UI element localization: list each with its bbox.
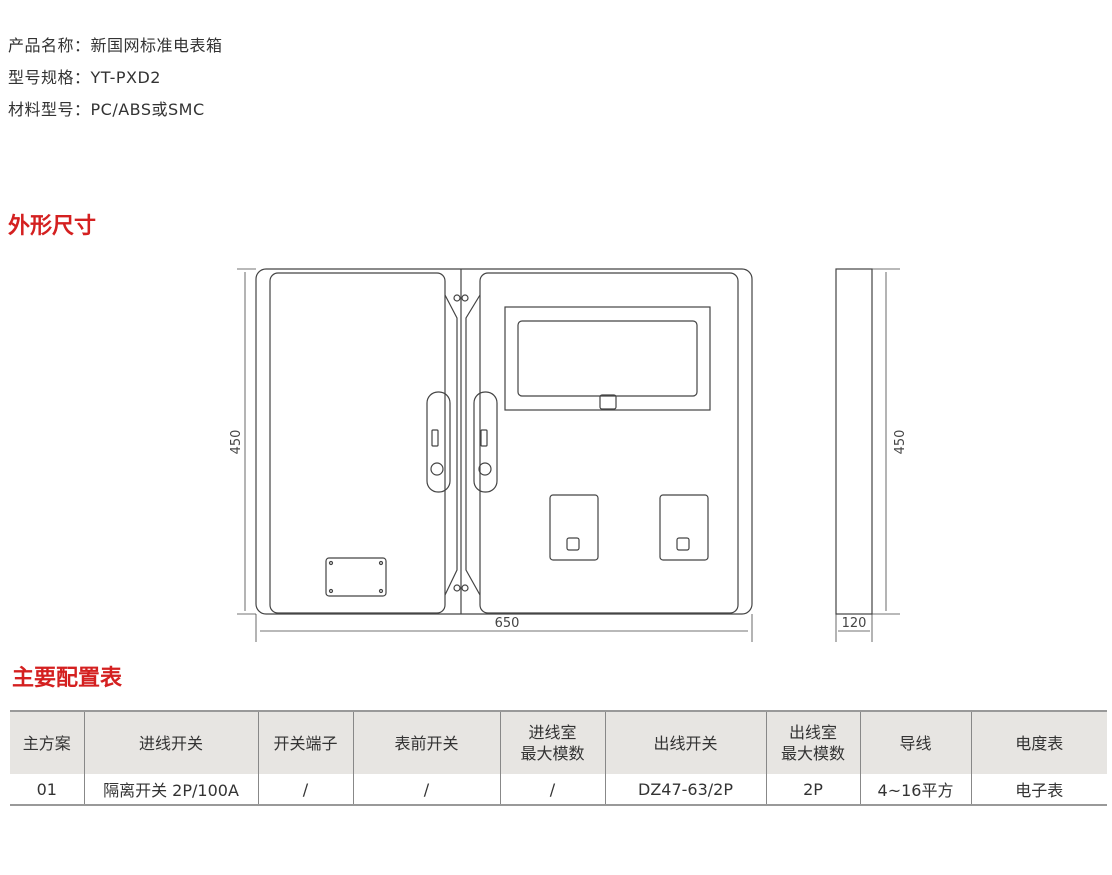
cell: 01: [36, 779, 57, 799]
meter-window: [517, 320, 698, 397]
product-material: 材料型号：PC/ABS或SMC: [8, 96, 205, 120]
cell: 2P: [765, 774, 860, 805]
col-header: 表前开关: [352, 711, 500, 774]
cabinet-drawing: 450 650 120 450: [229, 268, 908, 642]
right-door: [479, 272, 739, 614]
cell: 隔离开关 2P/100A: [83, 774, 258, 805]
lock-right: [473, 391, 498, 493]
nameplate: [325, 557, 387, 597]
col-header: 出线开关: [604, 711, 766, 774]
cell: DZ47-63/2P: [604, 774, 766, 805]
product-name: 产品名称：新国网标准电表箱: [8, 32, 223, 56]
front-view: [255, 268, 753, 615]
dimension-lines: [237, 268, 900, 642]
value: YT-PXD2: [90, 68, 161, 87]
table-row: 01 隔离开关 2P/100A / / / DZ47-63/2P 2P 4~16…: [10, 774, 1107, 805]
section-dimensions-title: 外形尺寸: [8, 214, 97, 239]
cell: /: [499, 774, 605, 805]
width-label: 650: [495, 616, 520, 631]
col-header: 出线室 最大模数: [765, 711, 860, 774]
cell: 电子表: [970, 774, 1107, 805]
cell: /: [352, 774, 500, 805]
label: 型号规格：: [8, 68, 91, 87]
depth-label: 120: [842, 616, 867, 631]
height-label: 450: [229, 430, 244, 455]
side-height-label: 450: [893, 430, 908, 455]
product-model: 型号规格：YT-PXD2: [8, 64, 161, 88]
cell: /: [257, 774, 353, 805]
side-view: [835, 268, 873, 615]
left-door: [269, 272, 446, 614]
col-header: 进线开关: [83, 711, 258, 774]
meter-window-frame: [504, 306, 711, 411]
cell: 4~16平方: [859, 774, 971, 805]
label: 材料型号：: [8, 100, 91, 119]
col-header: 主方案: [22, 733, 71, 753]
col-header: 进线室 最大模数: [499, 711, 605, 774]
lock-left: [426, 391, 451, 493]
col-header: 电度表: [970, 711, 1107, 774]
table-header-row: 主方案 进线开关 开关端子 表前开关 进线室 最大模数 出线开关 出线室 最大模…: [10, 711, 1107, 774]
col-header: 开关端子: [257, 711, 353, 774]
value: PC/ABS或SMC: [90, 100, 205, 119]
label: 产品名称：: [8, 36, 91, 55]
value: 新国网标准电表箱: [90, 36, 223, 55]
section-config-title: 主要配置表: [12, 666, 123, 691]
config-table: 主方案 进线开关 开关端子 表前开关 进线室 最大模数 出线开关 出线室 最大模…: [10, 710, 1107, 806]
col-header: 导线: [859, 711, 971, 774]
